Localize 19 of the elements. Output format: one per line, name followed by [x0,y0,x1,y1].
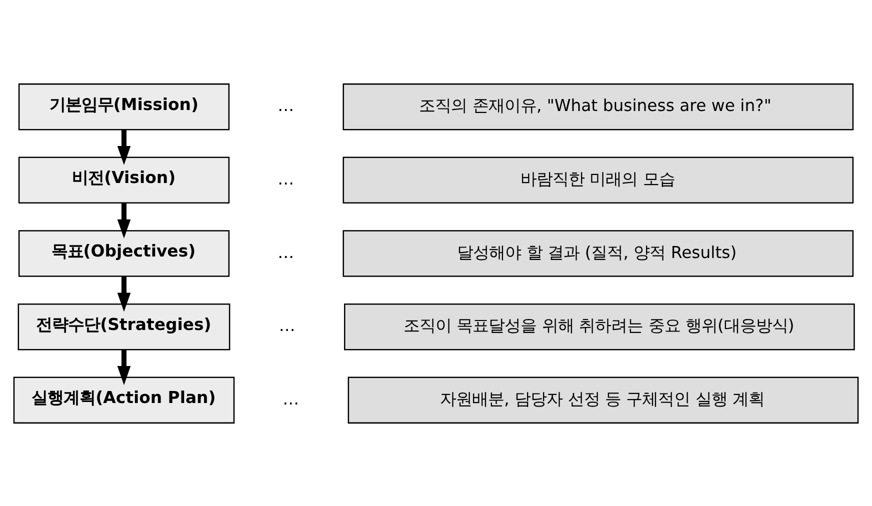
node-box: 조직의 존재이유, "What business are we in?" [342,82,854,130]
node-box: 조직이 목표달성을 위해 취하려는 중요 행위(대응방식) [344,302,855,350]
node-box: 달성해야 할 결과 (질적, 양적 Results) [342,230,854,276]
arrow [117,349,131,385]
node-box: 바람직한 미래의 모습 [342,156,854,204]
node-box: 목표(Objectives) [18,230,230,276]
arrow [117,276,131,312]
arrow [117,202,131,238]
label: … [278,242,294,262]
label: … [278,316,296,335]
node-box: 전략수단(Strategies) [18,302,230,350]
node-box: 실행계획(Action Plan) [13,376,235,424]
label: … [278,96,294,115]
label: … [282,388,300,408]
node-box: 기본임무(Mission) [18,82,230,130]
label: … [278,168,294,188]
arrow [117,129,131,165]
node-box: 자원배분, 담당자 선정 등 구체적인 실행 계획 [348,376,859,424]
node-box: 비전(Vision) [18,156,230,204]
